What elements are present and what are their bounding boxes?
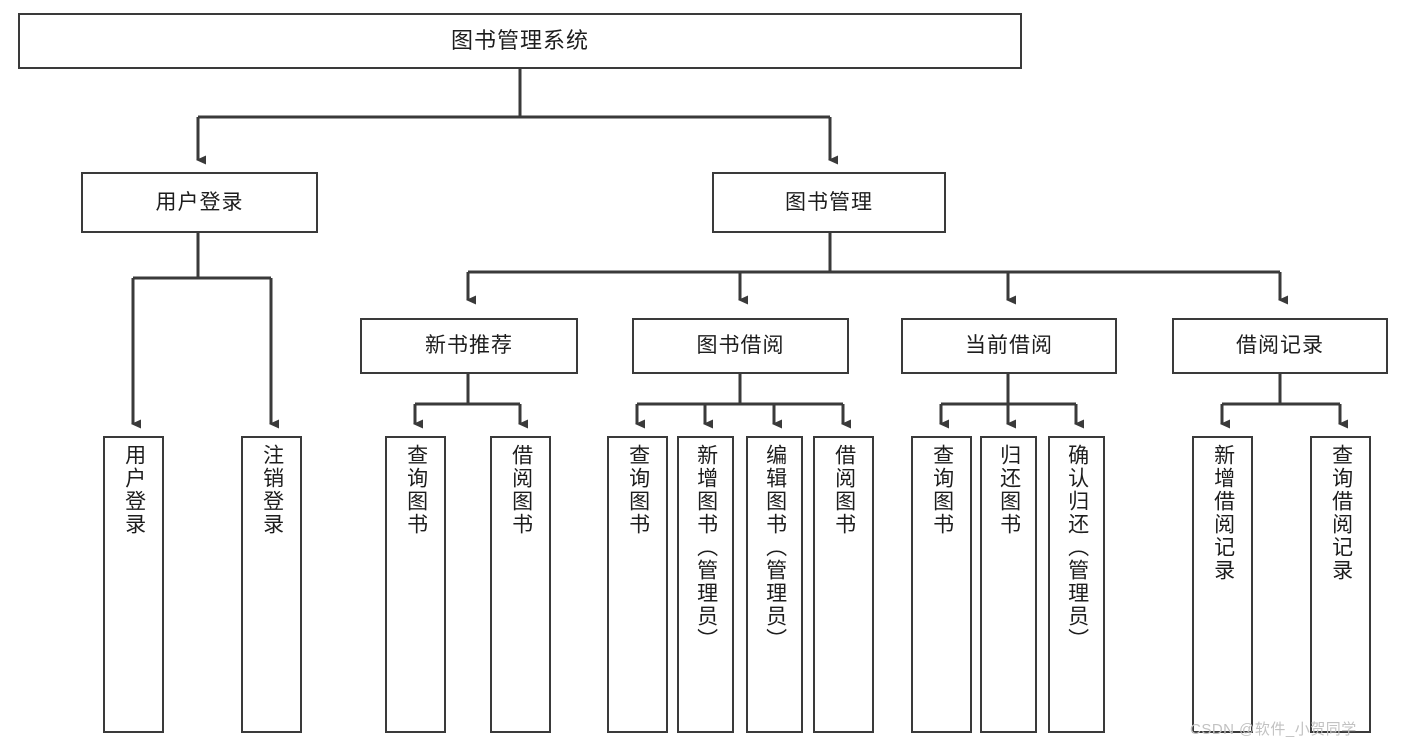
node-label: 图书管理系统 xyxy=(450,27,589,53)
node-borrow-records[interactable]: 借阅记录 xyxy=(1172,318,1388,374)
node-label: 用户登录 xyxy=(155,190,244,214)
node-label: 确认归还（管理员） xyxy=(1065,444,1089,651)
node-label: 新增图书（管理员） xyxy=(694,444,718,651)
node-book-management[interactable]: 图书管理 xyxy=(712,172,946,233)
node-label: 图书管理 xyxy=(785,190,873,214)
leaf-add-book-admin[interactable]: 新增图书（管理员） xyxy=(677,436,734,733)
node-label: 查询图书 xyxy=(404,444,428,536)
leaf-borrow-books-recommend[interactable]: 借阅图书 xyxy=(490,436,551,733)
node-label: 查询借阅记录 xyxy=(1329,444,1353,582)
node-label: 用户登录 xyxy=(122,444,146,536)
node-label: 借阅图书 xyxy=(832,444,856,536)
leaf-query-books-current[interactable]: 查询图书 xyxy=(911,436,972,733)
node-label: 新增借阅记录 xyxy=(1211,444,1235,582)
node-label: 新书推荐 xyxy=(425,334,513,358)
node-label: 查询图书 xyxy=(626,444,650,536)
node-label: 查询图书 xyxy=(930,444,954,536)
node-current-borrow[interactable]: 当前借阅 xyxy=(901,318,1117,374)
leaf-return-books[interactable]: 归还图书 xyxy=(980,436,1037,733)
node-book-borrow[interactable]: 图书借阅 xyxy=(632,318,849,374)
node-root-system[interactable]: 图书管理系统 xyxy=(18,13,1022,69)
node-label: 借阅图书 xyxy=(509,444,533,536)
node-user-login[interactable]: 用户登录 xyxy=(81,172,318,233)
node-label: 编辑图书（管理员） xyxy=(763,444,787,651)
leaf-query-borrow-record[interactable]: 查询借阅记录 xyxy=(1310,436,1371,733)
node-label: 注销登录 xyxy=(260,444,284,536)
node-label: 归还图书 xyxy=(997,444,1021,536)
leaf-user-login[interactable]: 用户登录 xyxy=(103,436,164,733)
leaf-borrow-books[interactable]: 借阅图书 xyxy=(813,436,874,733)
leaf-logout[interactable]: 注销登录 xyxy=(241,436,302,733)
leaf-query-books-recommend[interactable]: 查询图书 xyxy=(385,436,446,733)
leaf-edit-book-admin[interactable]: 编辑图书（管理员） xyxy=(746,436,803,733)
node-label: 图书借阅 xyxy=(696,334,785,358)
leaf-add-borrow-record[interactable]: 新增借阅记录 xyxy=(1192,436,1253,733)
leaf-confirm-return-admin[interactable]: 确认归还（管理员） xyxy=(1048,436,1105,733)
node-label: 借阅记录 xyxy=(1236,334,1324,358)
leaf-query-books-borrow[interactable]: 查询图书 xyxy=(607,436,668,733)
node-new-book-recommend[interactable]: 新书推荐 xyxy=(360,318,578,374)
csdn-watermark: CSDN @软件_小贺同学 xyxy=(1190,721,1357,738)
node-label: 当前借阅 xyxy=(965,334,1053,358)
